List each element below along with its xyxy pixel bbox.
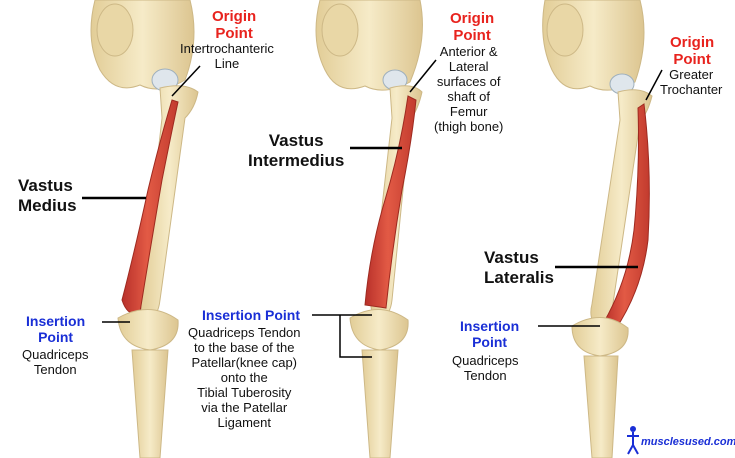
tibia-3 bbox=[583, 355, 619, 458]
watermark-figure bbox=[627, 426, 639, 455]
knee-2 bbox=[349, 309, 409, 351]
watermark-text: musclesused.com bbox=[641, 436, 735, 448]
sacrum-2 bbox=[321, 3, 359, 57]
origin-leader-2 bbox=[409, 59, 437, 93]
origin-leader-1 bbox=[171, 65, 201, 97]
muscle-vastus-intermedius bbox=[364, 95, 417, 309]
insertion-bracket-2 bbox=[312, 314, 372, 358]
tibia-1 bbox=[131, 349, 169, 458]
panel-1-illustration bbox=[82, 0, 201, 458]
panel-2-illustration bbox=[312, 0, 437, 458]
sacrum-3 bbox=[546, 3, 584, 57]
panel-3-illustration bbox=[538, 0, 663, 458]
origin-leader-3 bbox=[645, 69, 663, 101]
sacrum-1 bbox=[96, 3, 134, 57]
tibia-2 bbox=[361, 349, 399, 458]
insertion-heading-2: Insertion Point bbox=[202, 307, 300, 323]
knee-3 bbox=[571, 317, 629, 357]
knee-1 bbox=[117, 309, 179, 351]
